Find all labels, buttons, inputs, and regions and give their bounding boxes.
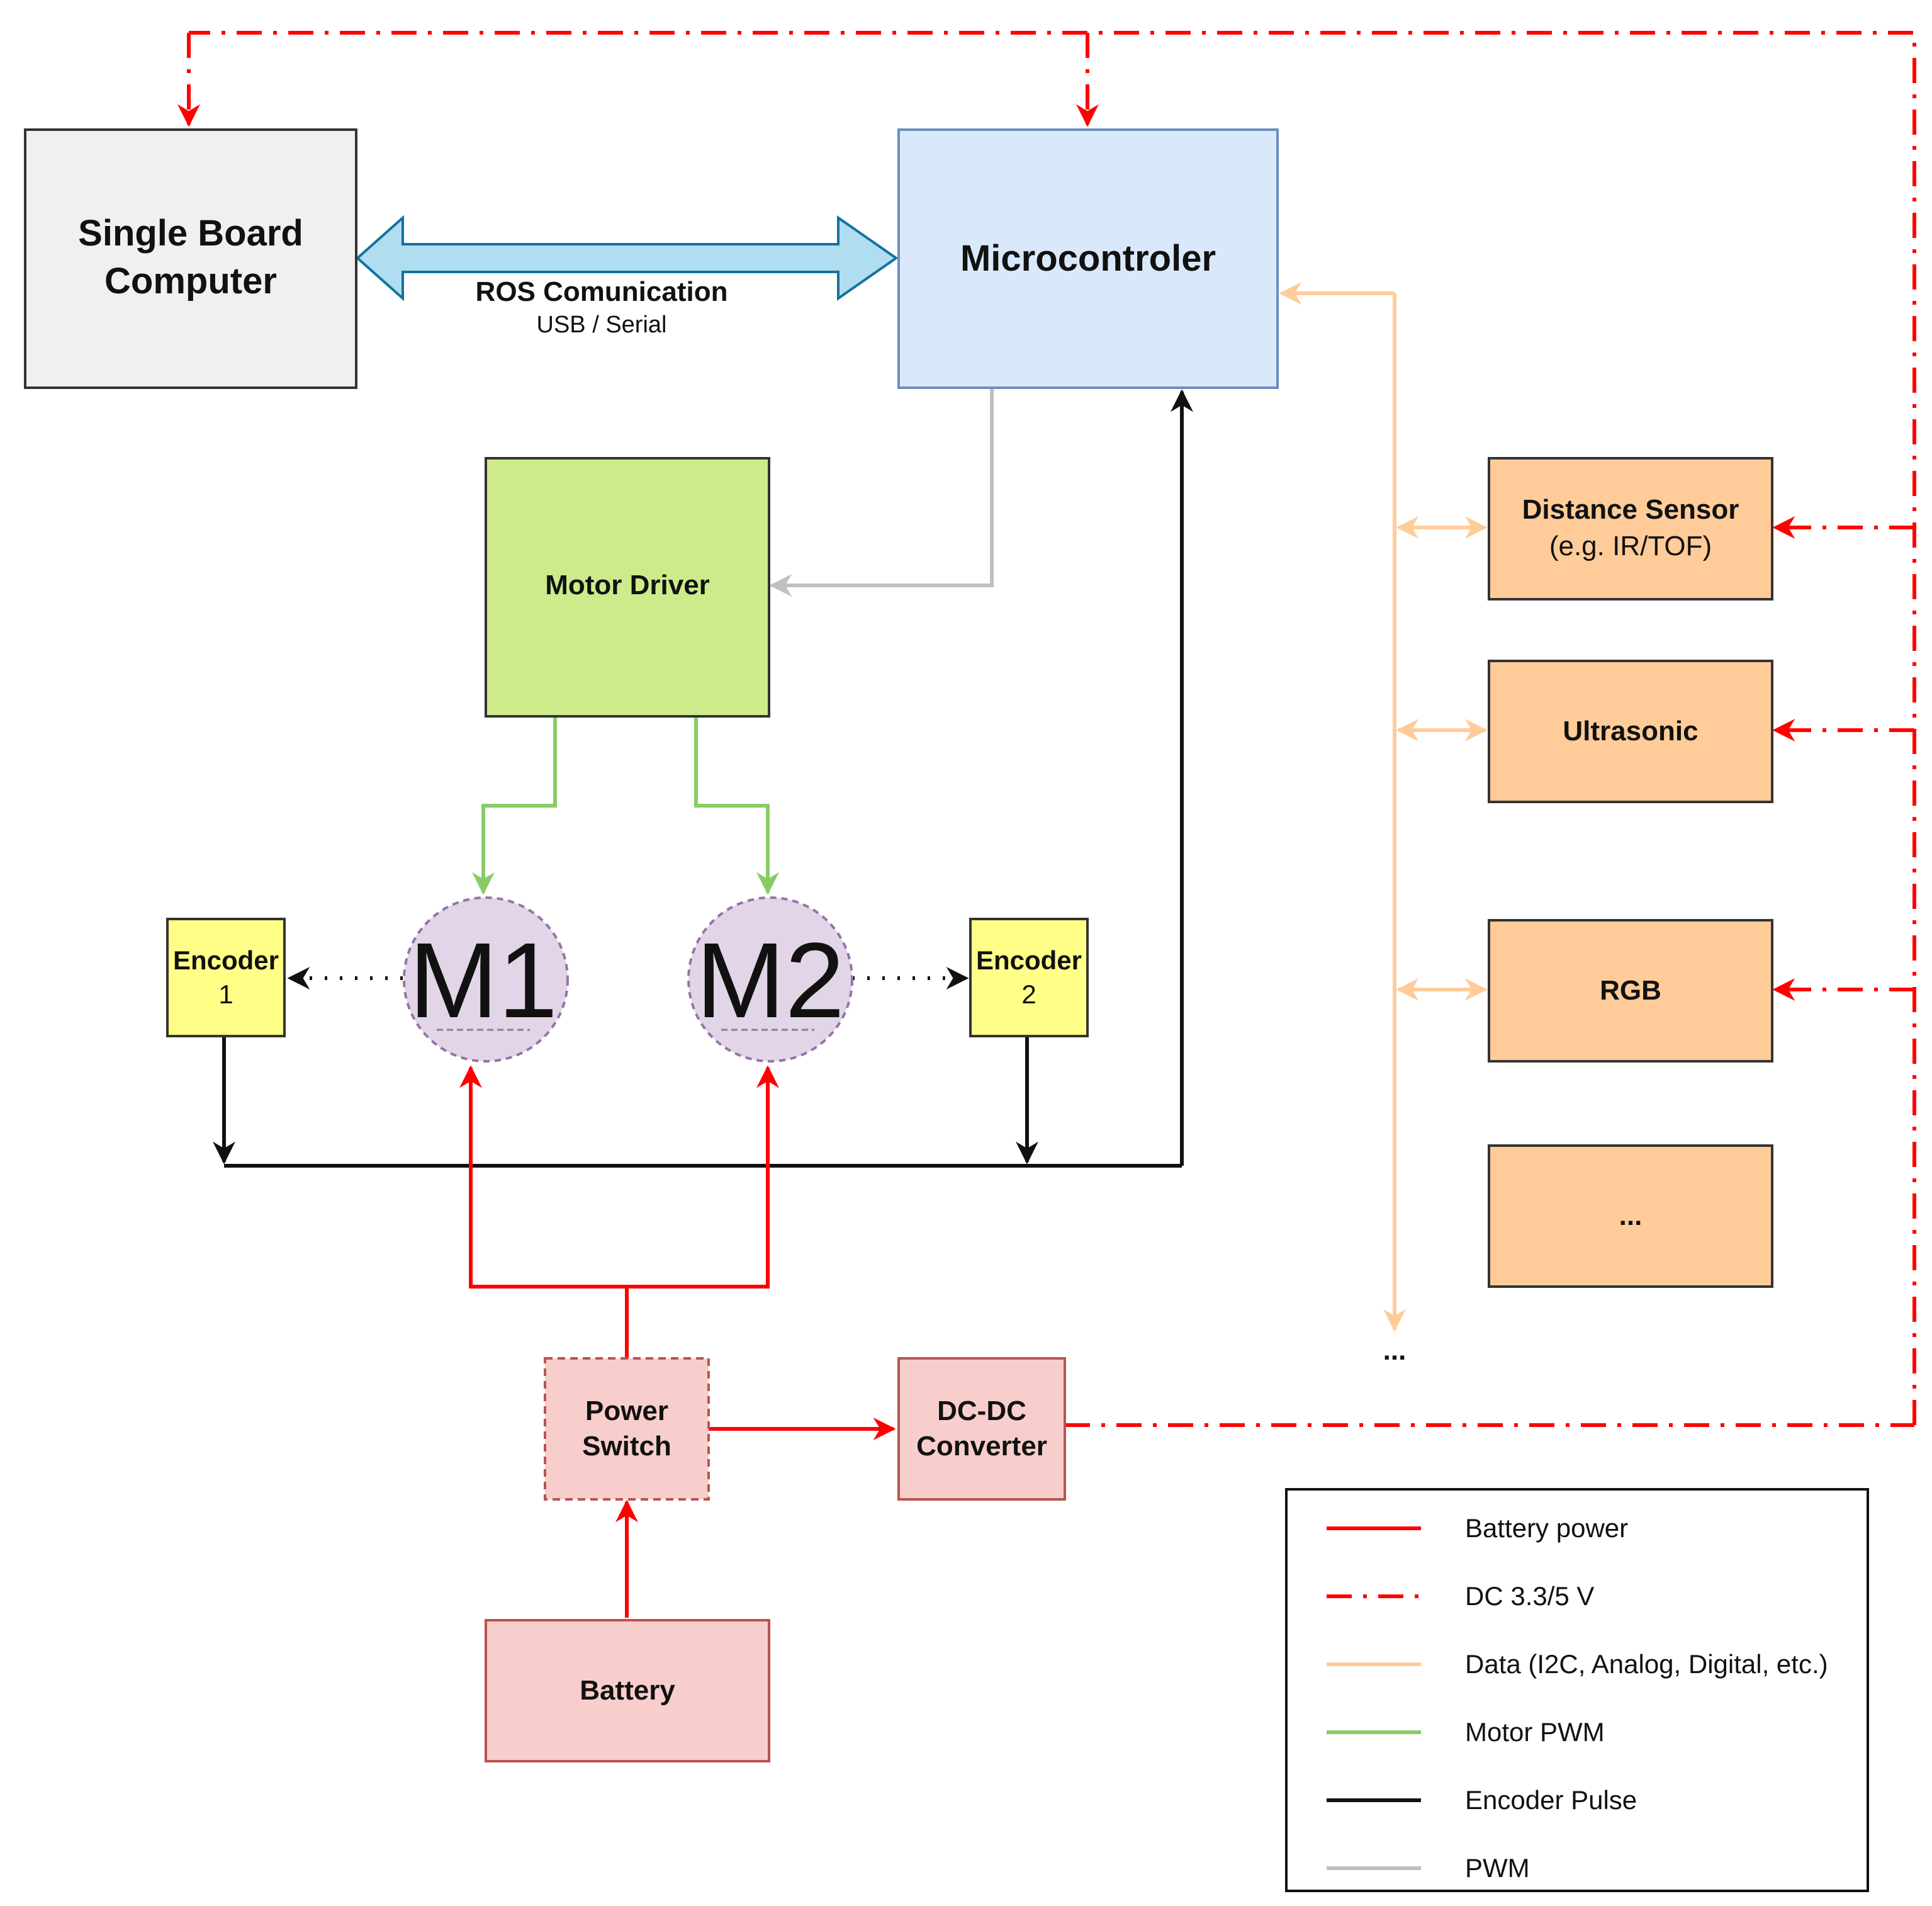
legend-label: Battery power <box>1465 1513 1628 1543</box>
distance-sensor-label-line2: (e.g. IR/TOF) <box>1549 531 1712 561</box>
motor-driver-label: Motor Driver <box>545 570 710 601</box>
dcdc-converter-label-line1: DC-DC <box>937 1396 1026 1426</box>
power-switch-label-line1: Power <box>585 1396 668 1426</box>
encoder2-label-line1: Encoder <box>976 945 1082 975</box>
legend-item: Data (I2C, Analog, Digital, etc.) <box>1327 1649 1828 1679</box>
ultrasonic-box <box>1488 660 1773 803</box>
more-sensors-box <box>1488 1144 1773 1288</box>
sbc-label-line1: Single Board <box>78 213 303 254</box>
motor-m2-label: M2 <box>696 921 845 1040</box>
dcdc-converter-label-line2: Converter <box>916 1431 1047 1462</box>
motor-m1-label: M1 <box>409 921 558 1040</box>
rgb-box <box>1488 919 1773 1063</box>
ros-link-title: ROS Comunication <box>476 276 728 307</box>
battery-box <box>485 1619 770 1762</box>
distance-sensor-label-line1: Distance Sensor <box>1522 494 1739 525</box>
legend-item: Motor PWM <box>1327 1717 1605 1747</box>
sbc-label-line2: Computer <box>104 261 277 302</box>
legend-label: Data (I2C, Analog, Digital, etc.) <box>1465 1649 1828 1679</box>
legend: Battery power DC 3.3/5 V Data (I2C, Analog… <box>1285 1488 1869 1892</box>
motor-pwm-m1 <box>472 716 557 895</box>
data-bus <box>1279 282 1488 1332</box>
motor-driver-box <box>485 457 770 718</box>
encoder1-box <box>166 918 286 1037</box>
ros-link-subtitle: USB / Serial <box>537 312 667 338</box>
legend-items: Battery power DC 3.3/5 V Data (I2C, Analog… <box>1327 1513 1828 1883</box>
legend-item: PWM <box>1327 1853 1530 1883</box>
legend-label: DC 3.3/5 V <box>1465 1581 1594 1611</box>
battery-power-lines <box>459 1065 896 1618</box>
dc-line-top <box>189 31 1916 1425</box>
pwm-line <box>769 389 994 597</box>
encoder2-label-line2: 2 <box>1021 979 1036 1009</box>
power-switch-box <box>544 1357 710 1501</box>
legend-item: Encoder Pulse <box>1327 1785 1637 1815</box>
rgb-label: RGB <box>1600 975 1661 1006</box>
motor-m1-circle <box>403 896 569 1063</box>
dcdc-converter-box <box>897 1357 1066 1501</box>
power-to-m2 <box>627 1065 779 1289</box>
power-switch-label-line2: Switch <box>582 1431 671 1462</box>
legend-item: Battery power <box>1327 1513 1628 1543</box>
power-to-m1 <box>459 1065 627 1289</box>
motor-m2-circle <box>687 896 853 1063</box>
legend-label: PWM <box>1465 1853 1530 1883</box>
more-sensors-label: ... <box>1619 1200 1643 1231</box>
ros-link-arrow <box>355 215 899 302</box>
ultrasonic-label: Ultrasonic <box>1563 716 1698 747</box>
mcu-box <box>897 128 1279 389</box>
legend-box <box>1285 1488 1869 1892</box>
legend-item: DC 3.3/5 V <box>1327 1581 1594 1611</box>
motor-pwm-m2 <box>694 716 779 895</box>
sbc-box <box>24 128 357 389</box>
encoder-pulse-lines <box>213 389 1193 1168</box>
dc-supply-lines <box>177 31 1916 1427</box>
distance-sensor-box <box>1488 457 1773 601</box>
battery-label: Battery <box>580 1675 675 1706</box>
mcu-label: Microcontroler <box>960 238 1216 279</box>
motor-pwm-lines <box>472 716 779 895</box>
legend-label: Motor PWM <box>1465 1717 1605 1747</box>
encoder1-label-line2: 1 <box>218 979 233 1009</box>
encoder2-box <box>969 918 1089 1037</box>
encoder1-label-line1: Encoder <box>173 945 279 975</box>
legend-label: Encoder Pulse <box>1465 1785 1637 1815</box>
data-bus-ellipsis: ... <box>1383 1335 1407 1366</box>
